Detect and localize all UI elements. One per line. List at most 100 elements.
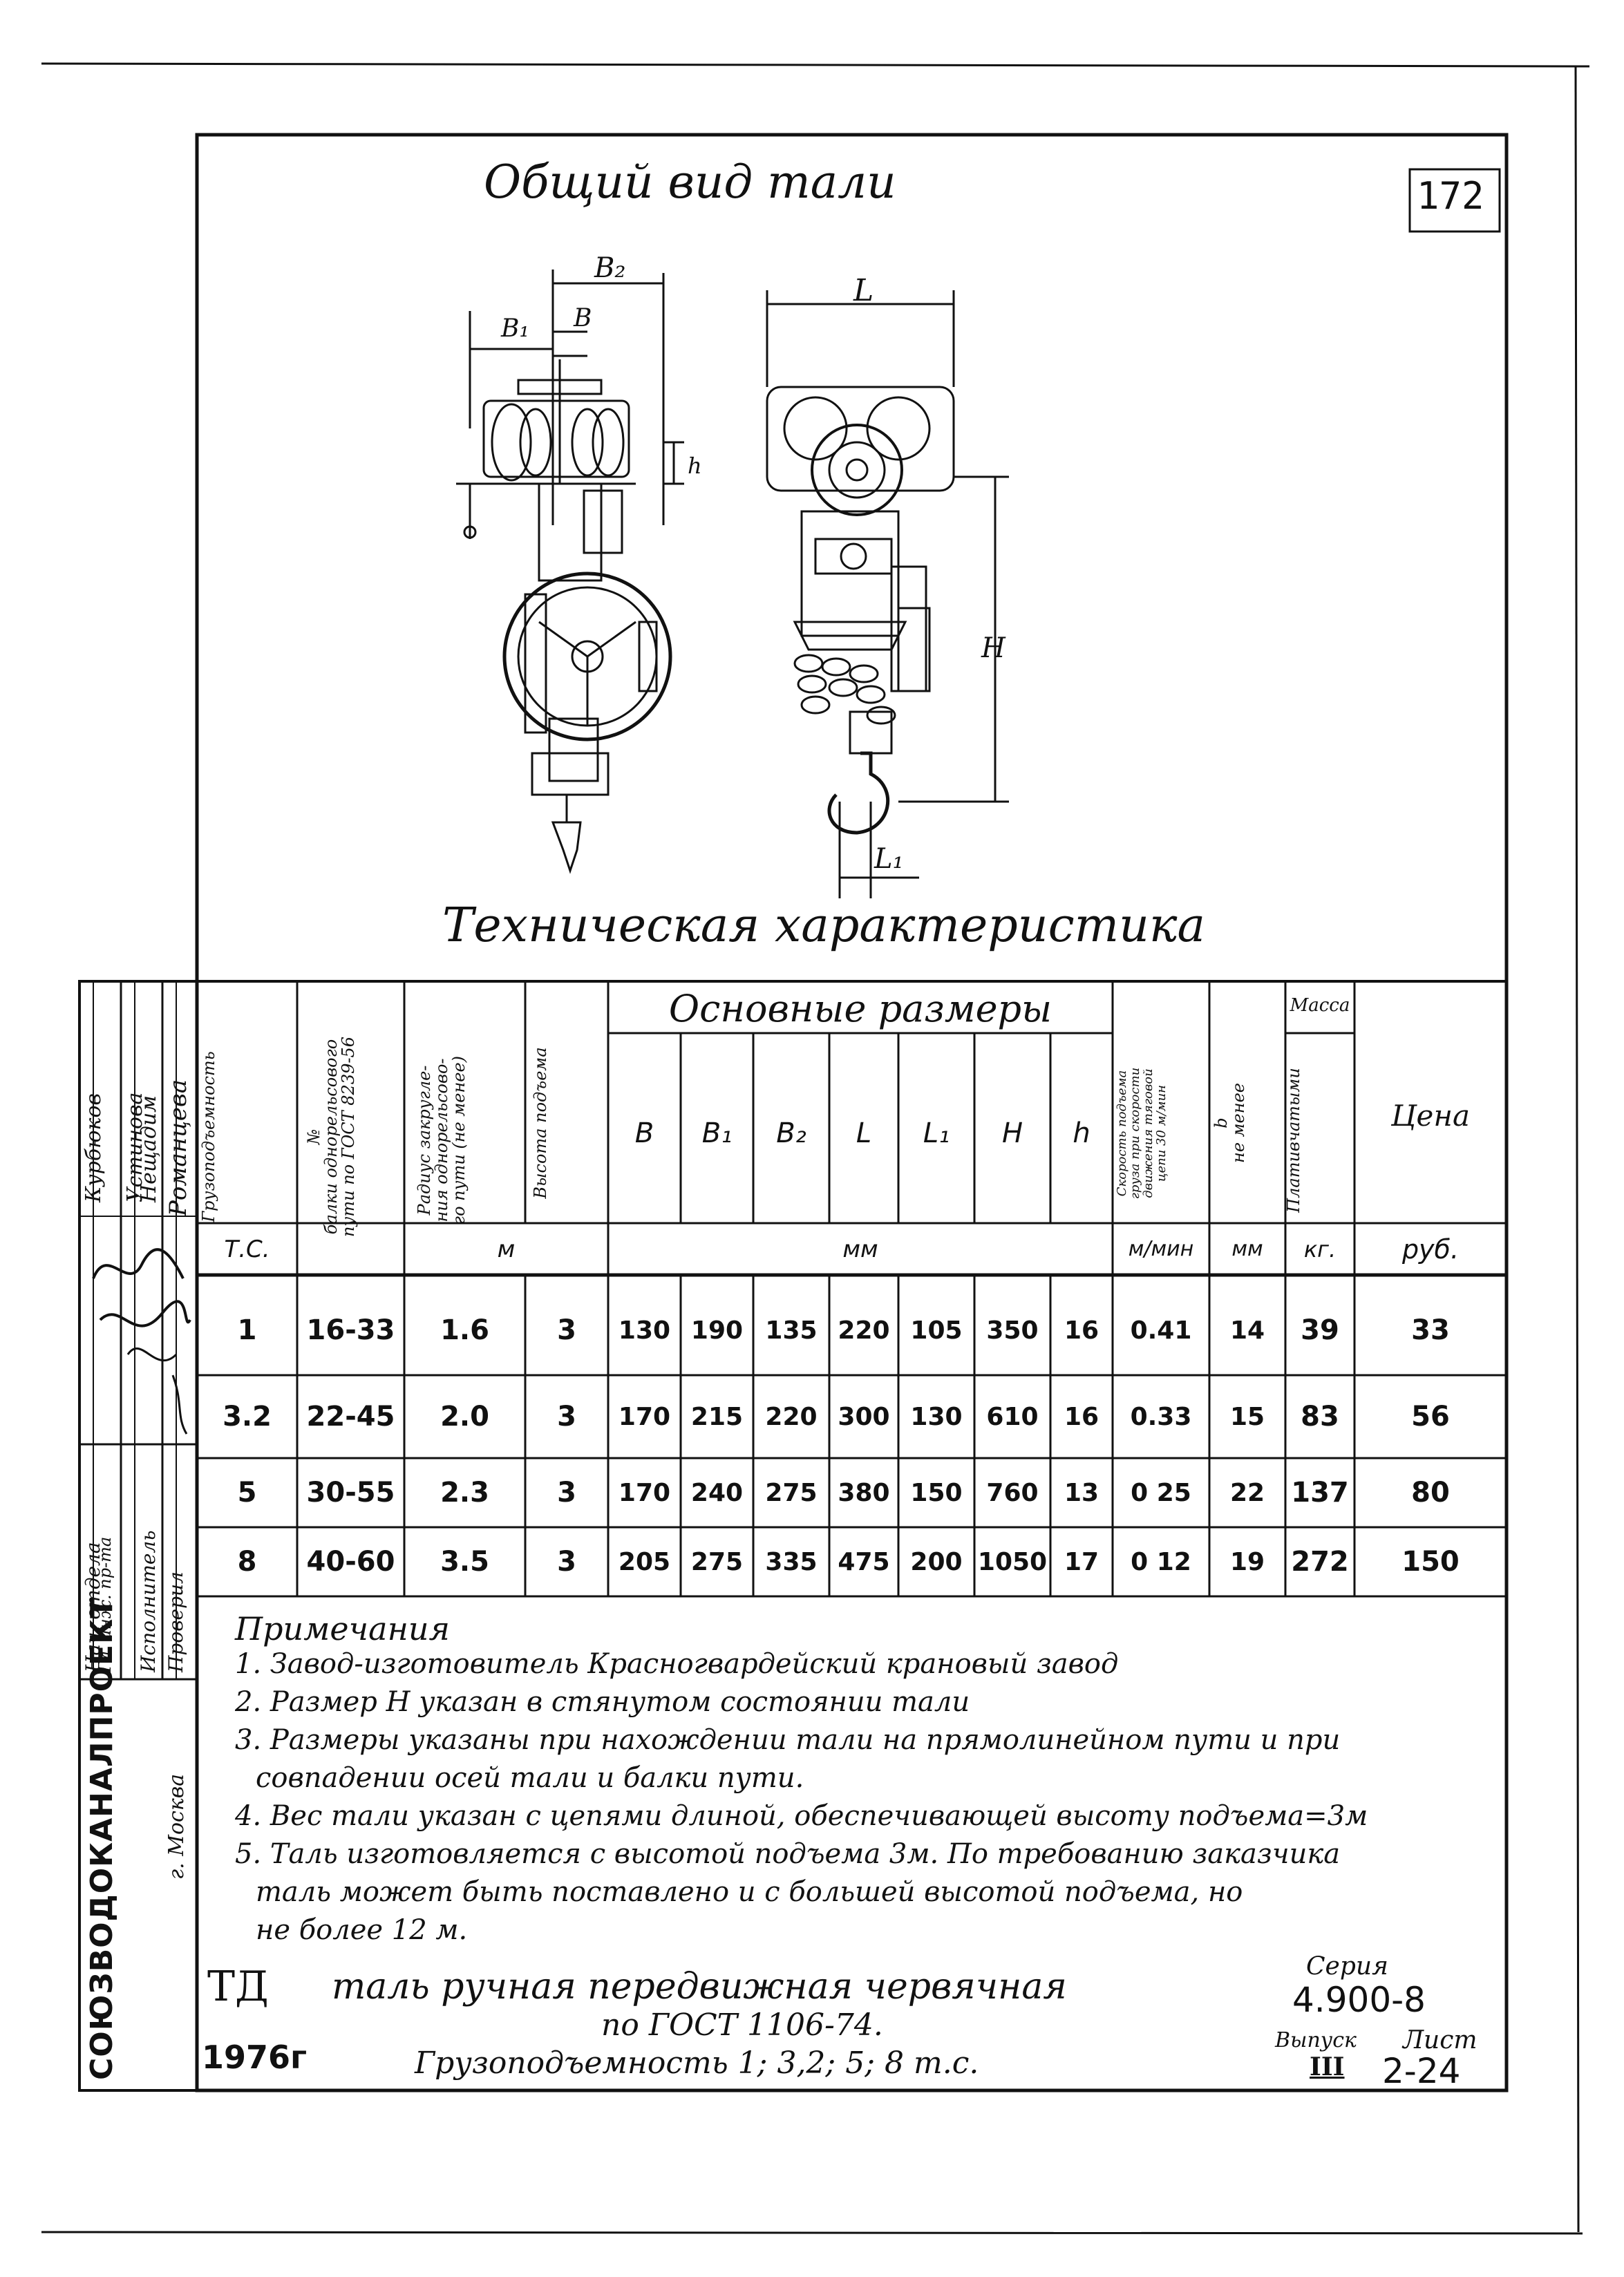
hoist-front-view bbox=[766, 290, 1009, 898]
table-cell: 3 bbox=[557, 1477, 576, 1509]
table-cell: 30-55 bbox=[306, 1477, 395, 1509]
hdr-radius: Радиус закругле- ния однорельсово- го пу… bbox=[415, 1055, 469, 1225]
unit-dims: мм bbox=[842, 1235, 878, 1263]
hdr-mass: Плативчатыми bbox=[1284, 1068, 1303, 1213]
tb-issue-value: III bbox=[1310, 2052, 1345, 2081]
note-line: 2. Размер H указан в стянутом состоянии … bbox=[235, 1686, 970, 1718]
hoist-side-view bbox=[456, 270, 684, 874]
table-cell: 40-60 bbox=[306, 1546, 395, 1578]
dim-h-small-label: h bbox=[688, 453, 702, 479]
unit-speed: м/мин bbox=[1128, 1237, 1194, 1261]
table-cell: 33 bbox=[1411, 1314, 1450, 1346]
tb-name-line2: по ГОСТ 1106-74. bbox=[601, 2007, 883, 2043]
tb-name-line3: Грузоподъемность 1; 3,2; 5; 8 т.с. bbox=[415, 2045, 979, 2081]
table-cell: 19 bbox=[1229, 1547, 1265, 1576]
table-cell: 272 bbox=[1291, 1546, 1349, 1578]
table-cell: 8 bbox=[237, 1546, 257, 1578]
table-cell: 1 bbox=[237, 1314, 257, 1346]
table-cell: 380 bbox=[838, 1478, 890, 1507]
table-cell: 16 bbox=[1064, 1402, 1099, 1431]
table-cell: 13 bbox=[1064, 1478, 1099, 1507]
table-cell: 130 bbox=[910, 1402, 963, 1431]
notes-title: Примечания bbox=[235, 1610, 450, 1647]
table-cell: 3 bbox=[557, 1314, 576, 1346]
hdr-b2: B₂ bbox=[776, 1117, 806, 1149]
page-number: 172 bbox=[1417, 174, 1484, 218]
tb-year: 1976г bbox=[202, 2039, 308, 2076]
table-cell: 2.3 bbox=[440, 1477, 489, 1509]
table-cell: 1050 bbox=[977, 1547, 1048, 1576]
unit-radius: м bbox=[497, 1235, 516, 1263]
side-city: г. Москва bbox=[164, 1773, 189, 1880]
dim-b2-label: B₂ bbox=[594, 252, 626, 284]
tb-name-line1: таль ручная передвижная червячная bbox=[332, 1966, 1067, 2007]
table-cell: 39 bbox=[1301, 1314, 1339, 1346]
hdr-b: B bbox=[634, 1117, 654, 1149]
table-cell: 350 bbox=[986, 1316, 1039, 1345]
table-cell: 130 bbox=[618, 1316, 671, 1345]
tb-td: ТД bbox=[207, 1963, 269, 2011]
table-cell: 190 bbox=[690, 1316, 744, 1345]
side-name: Курбюков bbox=[82, 1093, 106, 1202]
table-cell: 56 bbox=[1411, 1401, 1450, 1433]
hdr-h-small: h bbox=[1073, 1117, 1090, 1149]
table-cell: 170 bbox=[618, 1478, 671, 1507]
tb-issue-label: Выпуск bbox=[1275, 2028, 1357, 2052]
tb-sheet-label: Лист bbox=[1403, 2026, 1477, 2054]
table-cell: 22-45 bbox=[306, 1401, 395, 1433]
table-cell: 170 bbox=[618, 1402, 671, 1431]
dim-b1-label: B₁ bbox=[501, 314, 529, 343]
table-cell: 80 bbox=[1411, 1477, 1450, 1509]
side-role-executor: Исполнитель bbox=[137, 1530, 160, 1673]
hdr-h-big: H bbox=[1001, 1117, 1023, 1149]
tb-series-label: Серия bbox=[1306, 1952, 1388, 1981]
table-cell: 475 bbox=[838, 1547, 890, 1576]
hdr-speed: Скорость подъема груза при скорости движ… bbox=[1115, 1067, 1169, 1200]
unit-b-min: мм bbox=[1231, 1237, 1263, 1261]
unit-capacity: Т.С. bbox=[224, 1235, 270, 1263]
table-cell: 15 bbox=[1229, 1402, 1265, 1431]
hdr-b1: B₁ bbox=[701, 1117, 733, 1149]
table-cell: 150 bbox=[910, 1478, 963, 1507]
note-line: не более 12 м. bbox=[256, 1914, 468, 1946]
table-cell: 135 bbox=[765, 1316, 818, 1345]
table-cell: 5 bbox=[237, 1477, 257, 1509]
table-cell: 335 bbox=[765, 1547, 818, 1576]
table-cell: 3.5 bbox=[440, 1546, 489, 1578]
table-cell: 105 bbox=[910, 1316, 963, 1345]
table-cell: 2.0 bbox=[440, 1401, 489, 1433]
table-cell: 0.41 bbox=[1130, 1316, 1192, 1345]
note-line: 3. Размеры указаны при нахождении тали н… bbox=[235, 1724, 1341, 1756]
dim-h-big-label: H bbox=[981, 632, 1005, 664]
hdr-b-min: b не менее bbox=[1211, 1083, 1249, 1163]
table-cell: 760 bbox=[986, 1478, 1039, 1507]
side-org: СОЮЗВОДОКАНАЛПРОЕКТ bbox=[84, 1596, 120, 2080]
table-cell: 0 12 bbox=[1131, 1547, 1191, 1576]
tb-sheet-value: 2-24 bbox=[1382, 2051, 1461, 2091]
table-cell: 275 bbox=[765, 1478, 818, 1507]
table-cell: 610 bbox=[986, 1402, 1039, 1431]
table-cell: 3.2 bbox=[223, 1401, 272, 1433]
table-cell: 0.33 bbox=[1130, 1402, 1192, 1431]
hdr-beam: № балки однорельсового пути по ГОСТ 8239… bbox=[304, 1036, 359, 1238]
table-cell: 3 bbox=[557, 1401, 576, 1433]
table-cell: 16-33 bbox=[306, 1314, 395, 1346]
note-line: 4. Вес тали указан с цепями длиной, обес… bbox=[235, 1800, 1368, 1832]
table-cell: 150 bbox=[1401, 1546, 1460, 1578]
hdr-l: L bbox=[856, 1117, 872, 1149]
table-cell: 240 bbox=[690, 1478, 744, 1507]
note-line: 5. Таль изготовляется с высотой подъема … bbox=[235, 1838, 1341, 1870]
table-cell: 215 bbox=[690, 1402, 744, 1431]
note-line: таль может быть поставлено и с большей в… bbox=[256, 1876, 1243, 1908]
table-cell: 200 bbox=[910, 1547, 963, 1576]
side-name: Нещадим bbox=[137, 1095, 161, 1202]
spec-table-grid bbox=[197, 981, 1507, 1598]
table-cell: 137 bbox=[1291, 1477, 1349, 1509]
table-cell: 22 bbox=[1229, 1478, 1265, 1507]
note-line: совпадении осей тали и балки пути. bbox=[256, 1762, 804, 1794]
dim-l-label: L bbox=[853, 273, 874, 308]
table-cell: 220 bbox=[765, 1402, 818, 1431]
dim-b-label: B bbox=[574, 304, 592, 332]
hdr-mass-group: Масса bbox=[1290, 995, 1350, 1016]
